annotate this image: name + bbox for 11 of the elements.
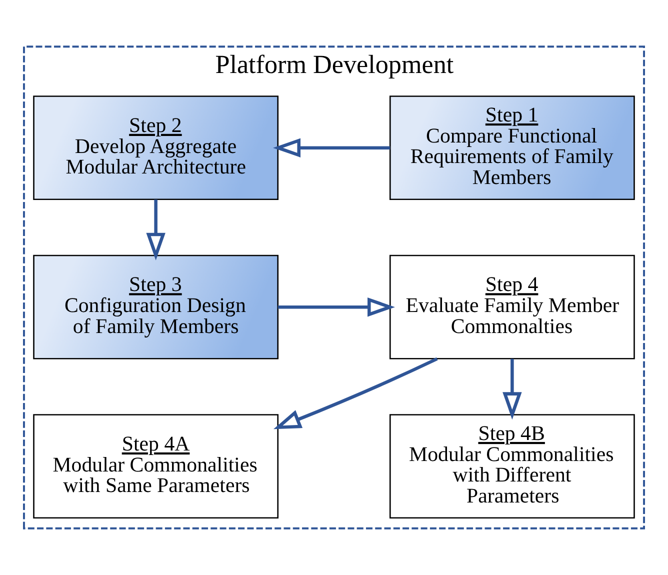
arrow bbox=[502, 358, 522, 420]
node-box: Step 4B Modular Commonalities with Different Parameters bbox=[389, 414, 635, 519]
arrow bbox=[273, 357, 438, 430]
node-box: Step 3 Configuration Design of Family Members bbox=[33, 254, 279, 360]
node-box: Step 4A Modular Commonalities with Same Parameters bbox=[33, 414, 279, 519]
arrow bbox=[278, 297, 395, 317]
arrow bbox=[146, 200, 166, 260]
node-box: Step 1 Compare Functional Requirements of Family Members bbox=[389, 96, 635, 200]
node-box: Step 2 Develop Aggregate Modular Architecture bbox=[33, 96, 279, 200]
node-box: Step 4 Evaluate Family Member Commonalties bbox=[389, 254, 635, 360]
arrow bbox=[273, 138, 390, 158]
